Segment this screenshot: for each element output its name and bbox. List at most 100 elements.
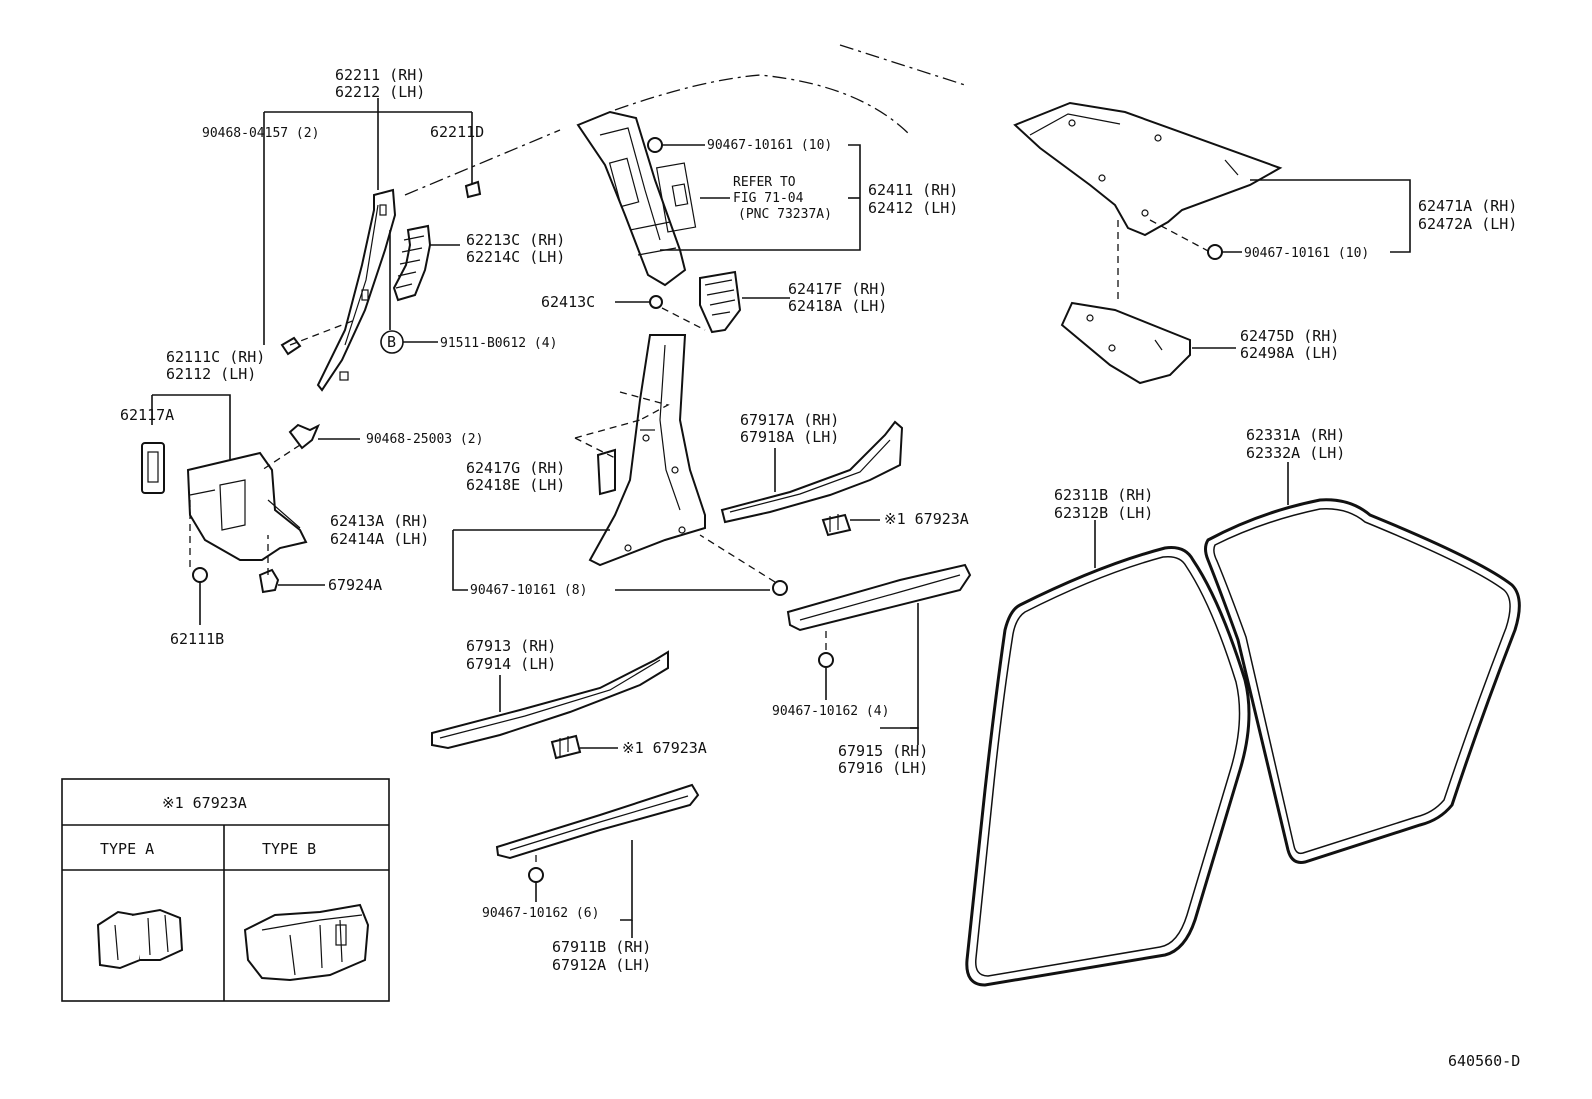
label-62112: 62112 (LH)	[166, 365, 256, 383]
label-67912a: 67912A (LH)	[552, 956, 651, 974]
roof-outline	[404, 129, 561, 196]
label-62472a: 62472A (LH)	[1418, 215, 1517, 233]
label-62418e: 62418E (LH)	[466, 476, 565, 494]
clip-90467-10162-front	[528, 867, 544, 883]
quarter-trim-lower	[1060, 301, 1191, 385]
kick-panel	[186, 451, 308, 561]
label-67913: 67913 (RH)	[466, 637, 556, 655]
label-62331a: 62331A (RH)	[1246, 426, 1345, 444]
clip-90467-10162-rear	[818, 652, 834, 668]
label-90467-10162-6: 90467-10162 (6)	[482, 906, 599, 921]
label-91511: 91511-B0612 (4)	[440, 336, 557, 351]
front-scuff-plate	[431, 650, 669, 750]
label-refer-to: REFER TO	[733, 175, 796, 190]
label-pnc: (PNC 73237A)	[738, 207, 832, 222]
quarter-trim-upper	[1013, 101, 1283, 237]
a-pillar-garnish	[316, 188, 397, 392]
label-62111c: 62111C (RH)	[166, 348, 265, 366]
b-pillar-upper-group	[576, 110, 861, 334]
b-pillar-lower-garnish	[588, 334, 706, 567]
label-62332a: 62332A (LH)	[1246, 444, 1345, 462]
clip-67924a	[258, 568, 280, 594]
clip-90467-10161-quarter	[1207, 244, 1223, 260]
label-67914: 67914 (LH)	[466, 655, 556, 673]
front-scuff-group	[431, 650, 669, 760]
label-62417f: 62417F (RH)	[788, 280, 887, 298]
clip-62211d	[464, 180, 482, 199]
roof-outline	[614, 74, 911, 136]
rear-step-group	[786, 563, 972, 745]
label-90467-10161-10: 90467-10161 (10)	[707, 138, 832, 153]
belt-cover-62417f	[699, 270, 742, 334]
rear-scuff-group	[720, 420, 904, 537]
label-67911b: 67911B (RH)	[552, 938, 651, 956]
label-62475d: 62475D (RH)	[1240, 327, 1339, 345]
label-62214c: 62214C (LH)	[466, 248, 565, 266]
label-fig-71-04: FIG 71-04	[733, 191, 804, 206]
clip-90467-10161-upper	[647, 137, 663, 153]
label-62211d: 62211D	[430, 123, 484, 141]
label-67923a-upper: ※1 67923A	[884, 510, 969, 528]
kick-panel-insert	[141, 442, 165, 494]
label-90467-10161-10-quarter: 90467-10161 (10)	[1244, 246, 1369, 261]
clip-type-b-drawing	[243, 903, 370, 982]
label-67917a: 67917A (RH)	[740, 411, 839, 429]
label-62311b: 62311B (RH)	[1054, 486, 1153, 504]
label-67916: 67916 (LH)	[838, 759, 928, 777]
clip-62111b	[192, 567, 208, 583]
rear-door-weatherstrip	[1204, 498, 1521, 864]
a-pillar-group	[263, 98, 482, 392]
label-67915: 67915 (RH)	[838, 742, 928, 760]
clip-67923a-lower	[550, 734, 582, 760]
front-door-weatherstrip	[965, 546, 1251, 987]
rear-scuff-plate	[720, 420, 904, 524]
b-pillar-lower-group	[452, 334, 788, 596]
clip-62413c	[649, 295, 663, 309]
label-62413a: 62413A (RH)	[330, 512, 429, 530]
label-90468-04157: 90468-04157 (2)	[202, 126, 319, 141]
label-62414a: 62414A (LH)	[330, 530, 429, 548]
clip-90468-04157	[280, 336, 302, 356]
b-pillar-upper-garnish	[576, 110, 687, 287]
label-62312b: 62312B (LH)	[1054, 504, 1153, 522]
weatherstrip-62213c	[392, 224, 432, 302]
kick-panel-group	[141, 394, 360, 625]
quarter-lower-group	[1060, 301, 1236, 385]
label-90467-10162-4: 90467-10162 (4)	[772, 704, 889, 719]
label-62211: 62211 (RH)	[335, 66, 425, 84]
rear-door-weatherstrip-group	[1204, 462, 1521, 864]
label-62117a: 62117A	[120, 406, 174, 424]
fastener-b-letter: B	[387, 333, 396, 351]
label-67918a: 67918A (LH)	[740, 428, 839, 446]
front-step-group	[495, 783, 700, 938]
label-67923a-lower: ※1 67923A	[622, 739, 707, 757]
front-step-plate	[495, 783, 700, 860]
legend-header: ※1 67923A	[162, 794, 247, 812]
label-62417g: 62417G (RH)	[466, 459, 565, 477]
label-62411: 62411 (RH)	[868, 181, 958, 199]
label-62111b: 62111B	[170, 630, 224, 648]
label-62418a: 62418A (LH)	[788, 297, 887, 315]
figure-code: 640560-D	[1448, 1052, 1520, 1070]
clip-90468-25003	[288, 423, 320, 450]
clip-67923a-upper	[821, 513, 852, 537]
roof-outline	[839, 44, 966, 86]
legend-table	[61, 778, 390, 1002]
label-62413c: 62413C	[541, 293, 595, 311]
front-door-weatherstrip-group	[965, 520, 1251, 987]
label-90467-10161-8: 90467-10161 (8)	[470, 583, 587, 598]
belt-cover-62417g	[596, 448, 616, 496]
label-90468-25003: 90468-25003 (2)	[366, 432, 483, 447]
label-62412: 62412 (LH)	[868, 199, 958, 217]
label-62498a: 62498A (LH)	[1240, 344, 1339, 362]
quarter-upper-group	[1013, 101, 1411, 300]
legend-type-b: TYPE B	[262, 840, 316, 858]
labels: 62211 (RH) 62212 (LH) 90468-04157 (2) 62…	[100, 66, 1520, 1070]
legend-type-a: TYPE A	[100, 840, 154, 858]
label-62471a: 62471A (RH)	[1418, 197, 1517, 215]
clip-90467-10161-lower	[772, 580, 788, 596]
label-62213c: 62213C (RH)	[466, 231, 565, 249]
label-62212: 62212 (LH)	[335, 83, 425, 101]
label-67924a: 67924A	[328, 576, 382, 594]
